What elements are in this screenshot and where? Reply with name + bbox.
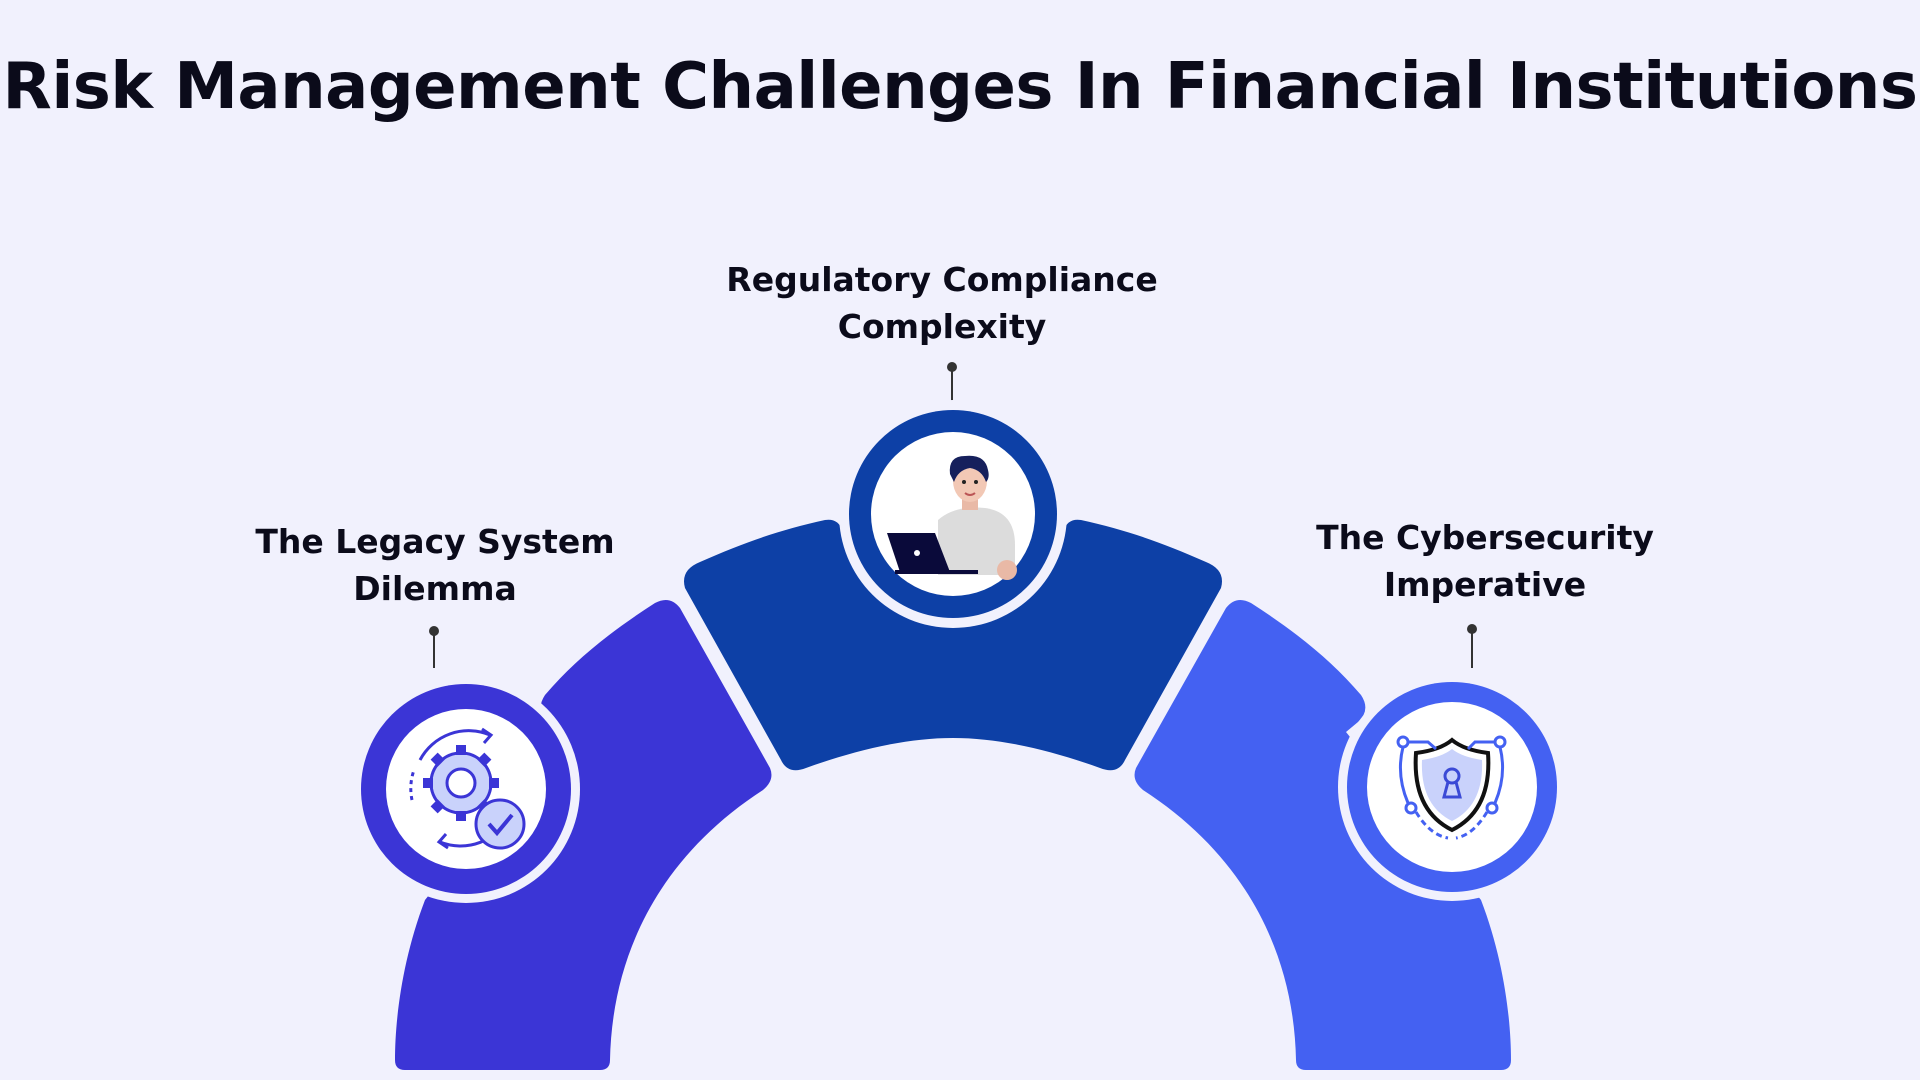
arc-segment-cybersecurity: [1134, 599, 1511, 1070]
connector-pin-regulatory: [947, 362, 957, 405]
arc-segment-legacy: [395, 599, 772, 1070]
icon-badge-legacy: [352, 675, 580, 903]
label-legacy-line-1: The Legacy System: [255, 522, 615, 561]
arc-segment-regulatory: [684, 519, 1222, 771]
label-cybersecurity: The Cybersecurity Imperative: [1245, 514, 1725, 608]
connector-pin-legacy: [429, 626, 439, 668]
icon-badge-cybersecurity: [1338, 673, 1566, 901]
label-cyber-line-2: Imperative: [1383, 565, 1587, 604]
shield-keyhole-icon: [1396, 735, 1507, 840]
label-legacy-line-2: Dilemma: [353, 569, 517, 608]
label-legacy-system: The Legacy System Dilemma: [195, 518, 675, 612]
label-regulatory-line-2: Complexity: [837, 307, 1047, 346]
gear-cycle-check-icon: [409, 727, 526, 850]
person-laptop-icon: [887, 455, 1017, 580]
page-title: Risk Management Challenges In Financial …: [2, 50, 1918, 124]
icon-badge-regulatory: [839, 400, 1067, 628]
label-regulatory-compliance: Regulatory Compliance Complexity: [702, 256, 1182, 350]
connector-pin-cybersecurity: [1467, 624, 1477, 668]
label-cyber-line-1: The Cybersecurity: [1316, 518, 1654, 557]
label-regulatory-line-1: Regulatory Compliance: [726, 260, 1158, 299]
